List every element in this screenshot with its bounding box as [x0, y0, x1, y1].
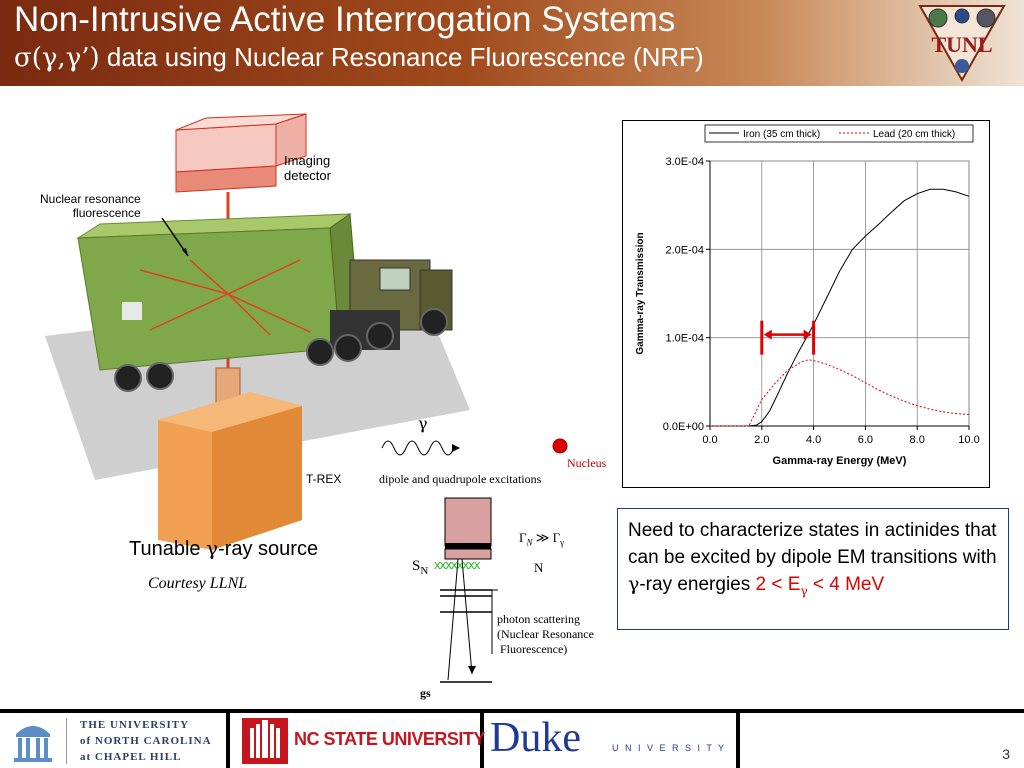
slide-subtitle: σ(γ,γ’) data using Nuclear Resonance Flu…	[14, 42, 704, 73]
footer-separator-1	[226, 713, 230, 768]
excitations-label: dipole and quadrupole excitations	[379, 472, 541, 487]
y-tick-label: 0.0E+00	[663, 421, 704, 433]
range-arrow-head-left	[764, 330, 772, 340]
x-axis-label: Gamma-ray Energy (MeV)	[773, 455, 907, 467]
note-text: Need to characterize states in actinides…	[628, 517, 1000, 605]
page-number: 3	[1002, 746, 1010, 762]
y-tick-label: 1.0E-04	[665, 333, 704, 345]
tunable-source-label: Tunable γ-ray source	[129, 536, 318, 561]
logo-text: TUNL	[931, 32, 992, 57]
plot-area	[710, 161, 969, 426]
note-after: -ray energies	[639, 574, 755, 595]
ncsu-wordmark: NC STATE UNIVERSITY	[294, 729, 485, 750]
footer-separator-3	[736, 713, 740, 768]
range-sub: γ	[800, 584, 807, 598]
nrf-label: Nuclear resonance fluorescence	[40, 192, 141, 220]
sn-label: SN	[412, 558, 428, 577]
duke-wordmark: Duke	[490, 714, 581, 762]
subtitle-symbol: σ(γ,γ’)	[14, 43, 100, 73]
trex-label: T-REX	[306, 472, 341, 486]
width-relation: ΓN ≫ Γγ	[519, 530, 564, 548]
note-main: Need to characterize states in actinides…	[628, 520, 997, 568]
continuum-region	[445, 498, 491, 546]
slide-title: Non-Intrusive Active Interrogation Syste…	[14, 0, 675, 40]
unc-line1: THE UNIVERSITY	[80, 719, 189, 731]
x-tick-label: 4.0	[806, 434, 821, 446]
ncsu-belltower-icon	[242, 718, 288, 764]
unc-divider	[66, 718, 67, 764]
unc-well-icon	[10, 716, 56, 766]
series-line-lead	[710, 360, 969, 426]
x-tick-label: 2.0	[754, 434, 769, 446]
n-label: N	[534, 560, 543, 576]
tunl-logo: TUNL	[916, 2, 1008, 82]
decay-arrow-2	[462, 559, 472, 674]
unc-line2: of NORTH CAROLINA	[80, 735, 212, 747]
tunable-suffix: -ray source	[218, 538, 318, 560]
courtesy-label: Courtesy LLNL	[148, 575, 247, 593]
y-tick-label: 2.0E-04	[665, 244, 704, 256]
gs-label: gs	[420, 686, 431, 701]
x-tick-label: 0.0	[702, 434, 717, 446]
imaging-detector-label: Imaging detector	[284, 153, 331, 183]
x-tick-label: 6.0	[858, 434, 873, 446]
gamma-n-symbol: Γ	[519, 530, 527, 545]
nucleus-dot	[553, 439, 567, 453]
series-line-iron	[710, 189, 969, 426]
transmission-chart: 0.0 2.0 4.0 6.0 8.0 10.0 0.0E+00 1.0E-04 2.0E-04…	[622, 120, 990, 488]
note-box: Need to characterize states in actinides…	[617, 508, 1009, 630]
range-prefix: 2 < E	[756, 574, 801, 595]
x-tick-label: 10.0	[958, 434, 979, 446]
subtitle-text: data using Nuclear Resonance Fluorescenc…	[100, 42, 704, 72]
y-axis-label: Gamma-ray Transmission	[635, 232, 646, 354]
nucleus-label: Nucleus	[567, 456, 606, 471]
unc-line3: at CHAPEL HILL	[80, 751, 181, 763]
gamma-wave	[382, 441, 454, 455]
x-marks: XXXXXXXX	[434, 561, 479, 572]
gamma-relation-mid: ≫ Γ	[533, 530, 561, 545]
note-gamma: γ	[628, 573, 639, 595]
tunable-prefix: Tunable	[129, 538, 206, 560]
gamma-symbol: γ	[418, 414, 428, 433]
gamma-g-sub: γ	[560, 538, 564, 548]
legend-label-iron: Iron (35 cm thick)	[743, 129, 820, 140]
range-suffix: < 4 MeV	[808, 574, 885, 595]
sn-sub: N	[420, 565, 428, 577]
duke-university-text: U N I V E R S I T Y	[612, 743, 726, 753]
energy-range: 2 < Eγ < 4 MeV	[756, 574, 885, 595]
legend-label-lead: Lead (20 cm thick)	[873, 129, 955, 140]
tunable-gamma: γ	[206, 536, 218, 560]
chart-svg: 0.0 2.0 4.0 6.0 8.0 10.0 0.0E+00 1.0E-04 2.0E-04…	[623, 121, 989, 487]
y-tick-label: 3.0E-04	[665, 156, 704, 168]
decay-arrow-1	[448, 559, 458, 680]
photon-scattering-label: photon scattering (Nuclear Resonance Flu…	[497, 612, 594, 657]
x-tick-label: 8.0	[910, 434, 925, 446]
